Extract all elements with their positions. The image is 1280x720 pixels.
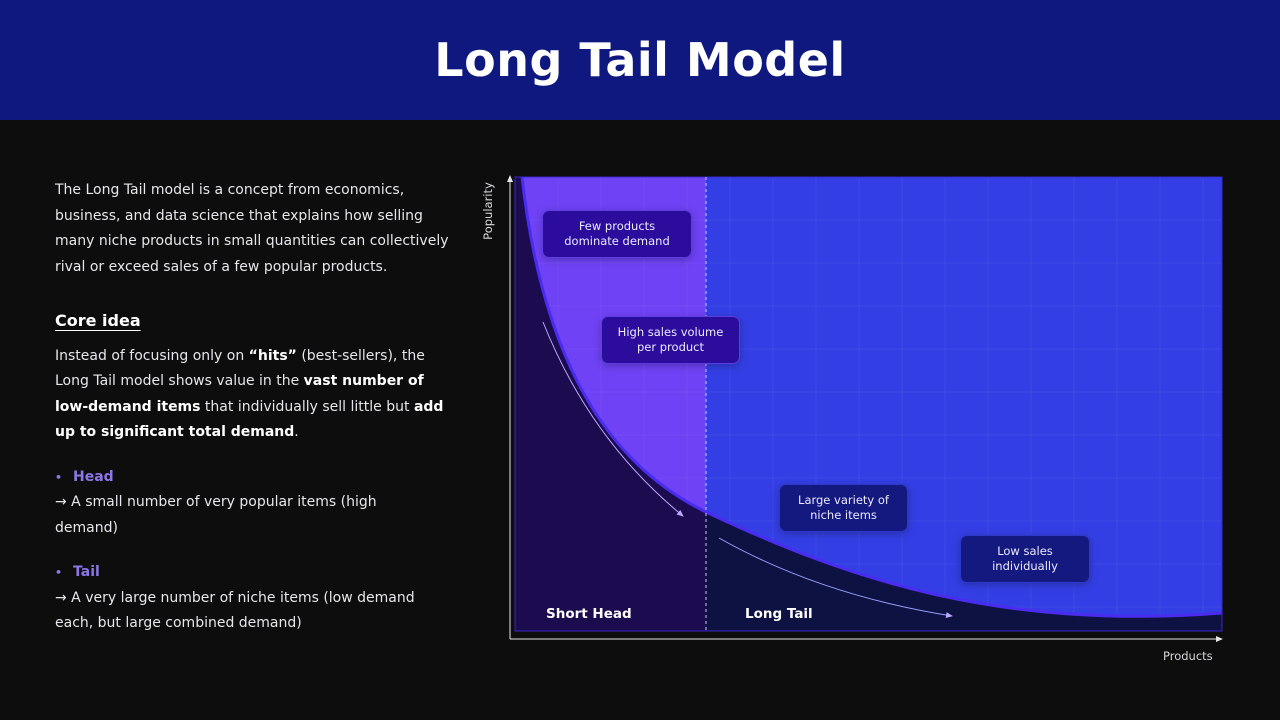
text: that individually sell little but [200,398,414,415]
bullet-head-desc: → A small number of very popular items (… [55,494,377,536]
text: . [294,424,299,440]
bullet-title: Head [73,468,114,485]
bullet-title: Tail [73,564,100,580]
bold-text: add up to significant total demand [55,398,444,441]
short-head-label: Short Head [546,606,632,622]
core-idea-heading: Core idea [55,311,141,330]
note-low-sales: Low sales individually [960,535,1090,583]
bold-text: “hits” [248,347,297,364]
bullet-dot-icon: • [55,566,63,579]
bold-text: vast number of low-demand items [55,373,424,415]
intro-paragraph: The Long Tail model is a concept from ec… [55,182,449,275]
x-axis-label: Products [1163,649,1213,663]
tail-trend-arrow [718,537,953,619]
long-tail-label: Long Tail [745,606,813,622]
bullet-dot-icon: • [55,470,63,484]
text-panel: The Long Tail model is a concept from ec… [55,178,460,637]
y-axis-label: Popularity [480,182,495,240]
bullet-tail-desc: → A very large number of niche items (lo… [55,589,415,632]
page-title: Long Tail Model [434,33,846,87]
text: Instead of focusing only on [55,347,249,364]
note-large-variety: Large variety of niche items [779,484,908,532]
text: (best-sellers), the Long Tail model show… [55,347,425,390]
bullet-tail-title: • Tail [55,560,460,586]
core-idea-paragraph: Instead of focusing only on “hits” (best… [55,344,460,446]
note-few-products: Few products dominate demand [542,210,692,258]
bullet-head-title: • Head [55,465,460,491]
note-high-sales: High sales volume per product [601,316,740,364]
header-bar: Long Tail Model [0,0,1280,120]
